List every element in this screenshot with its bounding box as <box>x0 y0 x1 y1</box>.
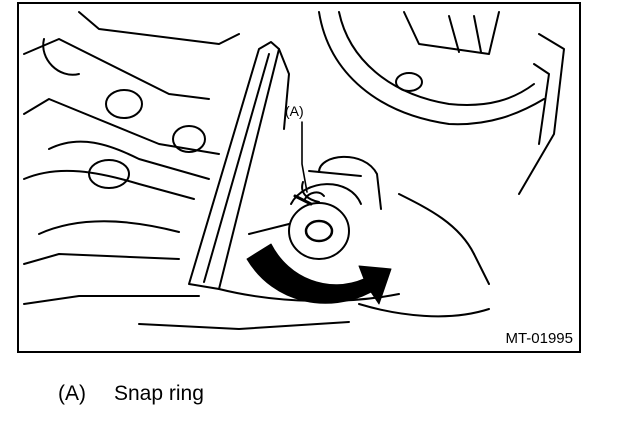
case-hole-3 <box>88 159 130 189</box>
callout-leader <box>301 121 308 193</box>
rotate-arrow-icon <box>246 243 392 305</box>
case-hole-1 <box>105 89 143 119</box>
diagram-figure: (A) MT-01995 <box>17 2 581 353</box>
legend-key: (A) <box>58 382 86 405</box>
figure-code: MT-01995 <box>505 330 573 347</box>
snap-ring-part <box>288 155 382 260</box>
case-ribs <box>23 11 240 305</box>
legend-item: (A) Snap ring <box>58 382 204 406</box>
legend-label: Snap ring <box>114 382 204 405</box>
callout-label-a: (A) <box>285 103 304 119</box>
case-hole-2 <box>172 125 206 153</box>
case-floor <box>138 193 490 330</box>
housing-outline <box>318 11 565 195</box>
line-drawing <box>23 11 565 330</box>
housing-bolt-icon <box>395 72 423 92</box>
support-plate <box>188 41 290 290</box>
